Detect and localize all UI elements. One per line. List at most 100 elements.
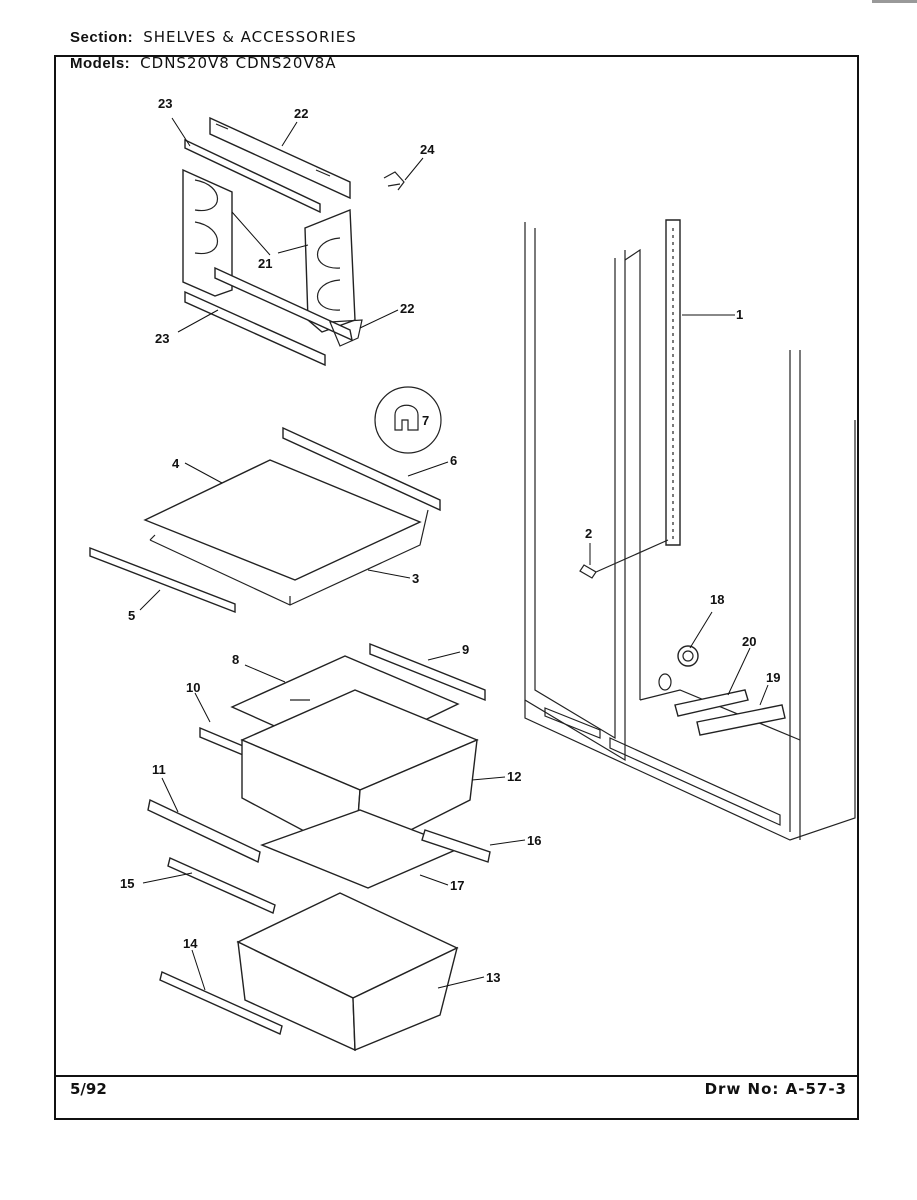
part-2-screw [579,539,669,579]
leader-lines [139,117,769,991]
liner-right-wall [789,350,801,840]
leader-14 [191,949,206,991]
part-7-clip [394,404,419,431]
leader-11 [161,777,179,813]
callout-22b: 22 [400,301,414,316]
leader-17 [419,874,449,886]
leader-10 [194,692,211,723]
diagram-frame [54,55,859,1120]
part-11-trim [147,798,261,864]
callout-12: 12 [507,769,521,784]
part-22-top-rail-detail [215,123,331,177]
leader-3 [367,569,411,579]
liner-left-wall [524,222,626,762]
liner-vent-left [544,707,601,739]
part-18-knob-center [682,650,694,662]
leader-19 [759,684,769,706]
callout-numbers: 23 22 24 21 22 23 1 2 7 4 6 3 5 8 9 10 1… [120,96,780,985]
section-value: SHELVES & ACCESSORIES [143,28,357,46]
section-label: Section: [70,29,134,46]
part-22-top-rail [209,116,351,200]
callout-8: 8 [232,652,239,667]
part-7-detail-circle [374,386,442,454]
leader-22a [281,121,298,147]
callout-10: 10 [186,680,200,695]
part-9-trim [369,642,486,702]
part-23-top-trim [184,138,321,214]
leader-15 [142,872,193,884]
callout-1: 1 [736,307,743,322]
callout-4: 4 [172,456,180,471]
part-13-pan-side [352,946,459,1052]
part-21-left-cutouts [194,179,219,255]
callout-13: 13 [486,970,500,985]
part-20-cover [674,689,749,717]
callout-15: 15 [120,876,134,891]
part-15-trim [167,857,276,914]
callout-7: 7 [422,413,429,428]
shelf-bracket-assembly [182,116,405,367]
callout-9: 9 [462,642,469,657]
part-22-bottom-rail [214,266,353,342]
callout-23a: 23 [158,96,172,111]
liner-vent-right [609,737,781,826]
leader-12 [471,776,506,781]
part-5-front-trim [89,546,236,614]
part-16-slide-rail [421,829,491,863]
part-6-rear-trim [282,426,441,512]
leader-21 [231,211,309,256]
callout-23b: 23 [155,331,169,346]
leader-23a [171,117,191,147]
leader-22b [359,309,399,329]
footer-rule [54,1075,859,1077]
callout-14: 14 [183,936,198,951]
callout-20: 20 [742,634,756,649]
leader-8 [244,664,286,683]
callout-5: 5 [128,608,135,623]
glass-shelf-assembly [89,386,442,614]
crisper-assembly [147,642,491,889]
leader-16 [489,839,526,846]
part-4-glass-shelf [143,459,422,581]
leader-5 [139,589,161,611]
leader-13 [437,976,485,989]
part-3-shelf-frame [149,509,429,606]
leader-4 [184,462,223,484]
callout-21: 21 [258,256,272,271]
part-14-trim [159,971,283,1035]
cabinet-liner [524,222,856,841]
callout-18: 18 [710,592,724,607]
leader-9 [427,651,461,661]
callout-6: 6 [450,453,457,468]
part-22-bottom-hook [329,319,363,347]
part-18-dial-ring [658,673,672,691]
leader-18 [689,611,713,649]
part-1-shelf-ladder [665,219,681,546]
leader-20 [727,647,751,696]
drawing-number: Drw No: A-57-3 [704,1080,847,1098]
callout-24: 24 [420,142,435,157]
liner-left-inner [534,228,616,740]
callout-16: 16 [527,833,541,848]
part-19-housing [696,704,786,736]
part-24-clip [383,171,405,191]
callout-17: 17 [450,878,464,893]
liner-bottom [524,420,856,841]
models-header: Models: CDNS20V8 CDNS20V8A [70,54,337,72]
liner-divider [624,248,641,700]
leader-23b [177,309,219,333]
leader-6 [407,461,449,477]
callout-3: 3 [412,571,419,586]
section-header: Section: SHELVES & ACCESSORIES [70,28,357,46]
corner-mark [872,0,917,3]
callout-2: 2 [585,526,592,541]
footer-date: 5/92 [70,1080,107,1098]
callout-22a: 22 [294,106,308,121]
part-21-left-bracket [182,168,233,297]
models-label: Models: [70,55,131,72]
lower-pan-assembly [159,857,459,1052]
part-21-right-cutouts [316,237,341,311]
models-value: CDNS20V8 CDNS20V8A [140,54,337,72]
part-23-bottom-trim [184,290,326,367]
